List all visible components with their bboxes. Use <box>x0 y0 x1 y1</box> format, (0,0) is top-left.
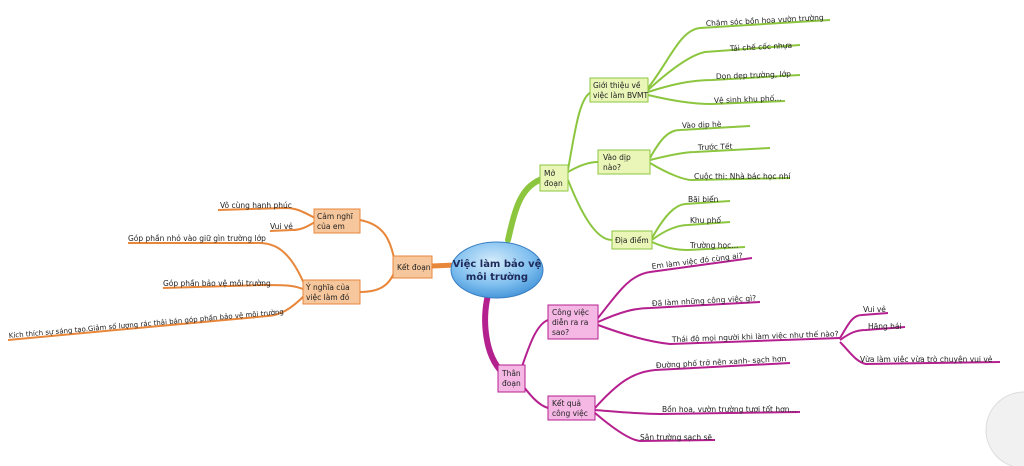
branch-than-doan <box>482 292 505 375</box>
leaf-ket-qua-2: Bồn hoa, vườn trường tươi tốt hơn... <box>662 405 797 414</box>
leaf-vao-dip-3: Cuộc thi: Nhà bác học nhí <box>694 172 791 181</box>
leaf-dia-diem-2: Khu phố <box>690 216 721 225</box>
center-node[interactable]: Việc làm bảo vệ môi trường <box>450 241 544 299</box>
than-doan-label-1: Thân <box>501 369 521 378</box>
leaf-gioi-thieu-4: Vệ sinh khu phố... <box>714 94 782 105</box>
branch-mo-doan <box>505 175 548 243</box>
gioi-thieu-label-2: việc làm BVMT <box>593 91 649 100</box>
node-cong-viec[interactable]: Công việc diễn ra ra sao? <box>547 304 599 340</box>
node-vao-dip[interactable]: Vào dịp nào? <box>597 149 651 175</box>
leaf-ket-qua-1: Đường phố trở nên xanh- sạch hơn <box>656 354 787 370</box>
vao-dip-label-2: nào? <box>603 163 621 172</box>
node-gioi-thieu[interactable]: Giới thiệu về việc làm BVMT <box>589 77 649 103</box>
leaf-gioi-thieu-3: Dọn dẹp trường, lớp <box>716 69 792 81</box>
mo-doan-label-2: đoạn <box>544 179 563 188</box>
node-ket-qua[interactable]: Kết quả công việc <box>547 395 596 421</box>
center-title-line2: môi trường <box>466 271 528 283</box>
gioi-thieu-label-1: Giới thiệu về <box>593 81 641 90</box>
cong-viec-label-3: sao? <box>552 328 569 337</box>
leaf-dia-diem-3: Trường học... <box>689 241 738 250</box>
leaf-y-nghia-3: Kích thích sự sáng tạo.Giảm số lượng rác… <box>8 308 284 340</box>
cam-nghi-label-2: của em <box>317 222 345 231</box>
decorative-circle <box>985 391 1024 466</box>
leaf-gioi-thieu-2: Tái chế cốc nhựa <box>729 41 793 53</box>
leaf-dia-diem-1: Bãi biển <box>688 195 719 204</box>
node-dia-diem[interactable]: Địa điểm <box>611 230 653 250</box>
cong-viec-label-2: diễn ra ra <box>552 318 588 327</box>
ket-doan-label: Kết đoạn <box>397 263 431 272</box>
node-y-nghia[interactable]: Ý nghĩa của việc làm đó <box>302 279 361 305</box>
leaf-cam-nghi-1: Vô cùng hạnh phúc <box>220 201 292 210</box>
leaf-cong-viec-1: Em làm việc đó cùng ai? <box>651 251 743 271</box>
mo-doan-branches <box>567 19 831 252</box>
leaf-thai-do-1: Vui vẻ <box>863 305 886 314</box>
node-mo-doan[interactable]: Mở đoạn <box>539 164 569 192</box>
leaf-y-nghia-2: Góp phần bảo vệ môi trường <box>163 279 271 288</box>
cong-viec-label-1: Công việc <box>552 308 589 317</box>
node-than-doan[interactable]: Thân đoạn <box>497 364 526 393</box>
y-nghia-label-1: Ý nghĩa của <box>305 283 350 292</box>
leaf-cam-nghi-2: Vui vẻ <box>270 222 293 231</box>
mo-doan-label-1: Mở <box>544 169 555 178</box>
ket-qua-label-1: Kết quả <box>552 399 581 408</box>
center-title-line1: Việc làm bảo vệ <box>453 258 542 270</box>
dia-diem-label: Địa điểm <box>615 236 649 245</box>
leaf-vao-dip-2: Trước Tết <box>697 142 733 152</box>
than-doan-label-2: đoạn <box>502 379 521 388</box>
ket-qua-label-2: công việc <box>552 409 588 418</box>
leaf-thai-do-2: Hăng hái <box>868 322 902 331</box>
cam-nghi-label-1: Cảm nghĩ <box>317 212 354 221</box>
than-doan-branches <box>519 257 1001 443</box>
vao-dip-label-1: Vào dịp <box>603 153 631 162</box>
leaf-vao-dip-1: Vào dịp hè <box>682 120 722 130</box>
leaf-gioi-thieu-1: Chăm sóc bồn hoa vườn trường <box>706 13 824 28</box>
leaf-y-nghia-1: Góp phần nhỏ vào giữ gìn trường lớp <box>128 234 266 243</box>
y-nghia-label-2: việc làm đó <box>306 293 350 302</box>
leaf-ket-qua-3: Sân trường sạch sẽ <box>640 433 712 442</box>
node-ket-doan[interactable]: Kết đoạn <box>392 255 433 279</box>
leaf-thai-do-3: Vừa làm việc vừa trò chuyện vui vẻ <box>860 355 993 364</box>
node-cam-nghi[interactable]: Cảm nghĩ của em <box>313 208 361 234</box>
